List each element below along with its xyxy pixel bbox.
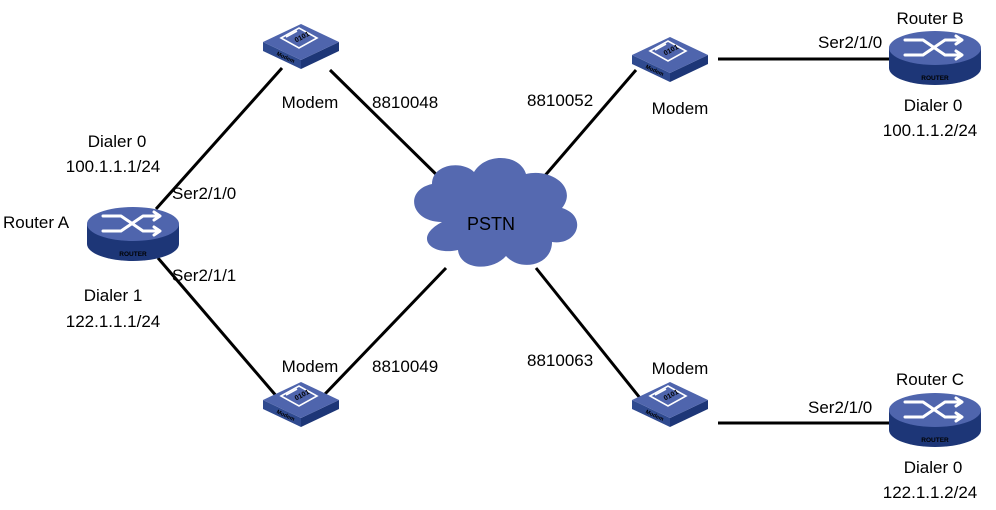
router-a-ip0: 100.1.1.1/24 [66,157,161,176]
modem-top-right-label: Modem [652,99,709,118]
modem-bottom-right-label: Modem [652,359,709,378]
router-b-iface: Ser2/1/0 [818,33,882,52]
router-a-iface1: Ser2/1/1 [172,266,236,285]
router-icon-b [887,29,983,87]
router-a-name: Router A [3,213,70,232]
router-c-name: Router C [896,370,964,389]
modem-bottom-left-number: 8810049 [372,357,438,376]
modem-icon-top-left [262,23,340,70]
modem-bottom-left-label: Modem [282,357,339,376]
link-routera-modem-top-left [154,67,284,210]
modem-bottom-right-number: 8810063 [527,351,593,370]
router-a-dialer1: Dialer 1 [84,286,143,305]
router-c-iface: Ser2/1/0 [808,398,872,417]
router-b-ip: 100.1.1.2/24 [883,121,978,140]
router-b-dialer: Dialer 0 [904,96,963,115]
router-b-name: Router B [896,9,963,28]
modem-icon-bottom-right [631,381,709,428]
router-icon-c [887,391,983,449]
router-a-iface0: Ser2/1/0 [172,184,236,203]
link-modem-bottom-left-pstn [323,266,448,396]
modem-top-left-number: 8810048 [372,93,438,112]
router-a-ip1: 122.1.1.1/24 [66,312,161,331]
modem-top-left-label: Modem [282,93,339,112]
modem-icon-top-right [631,36,709,83]
link-modem-top-left-pstn [328,68,450,188]
modem-icon-bottom-left [262,381,340,428]
modem-top-right-number: 8810052 [527,91,593,110]
router-c-dialer: Dialer 0 [904,458,963,477]
link-pstn-modem-top-right [534,69,638,187]
router-icon-a [85,205,181,263]
link-routera-modem-bottom-left [156,257,280,399]
links [154,57,890,425]
router-a-dialer0: Dialer 0 [88,132,147,151]
link-pstn-modem-bottom-right [534,267,642,399]
pstn-label: PSTN [467,214,515,234]
router-c-ip: 122.1.1.2/24 [883,483,978,502]
pstn-cloud-icon: PSTN [414,157,578,267]
